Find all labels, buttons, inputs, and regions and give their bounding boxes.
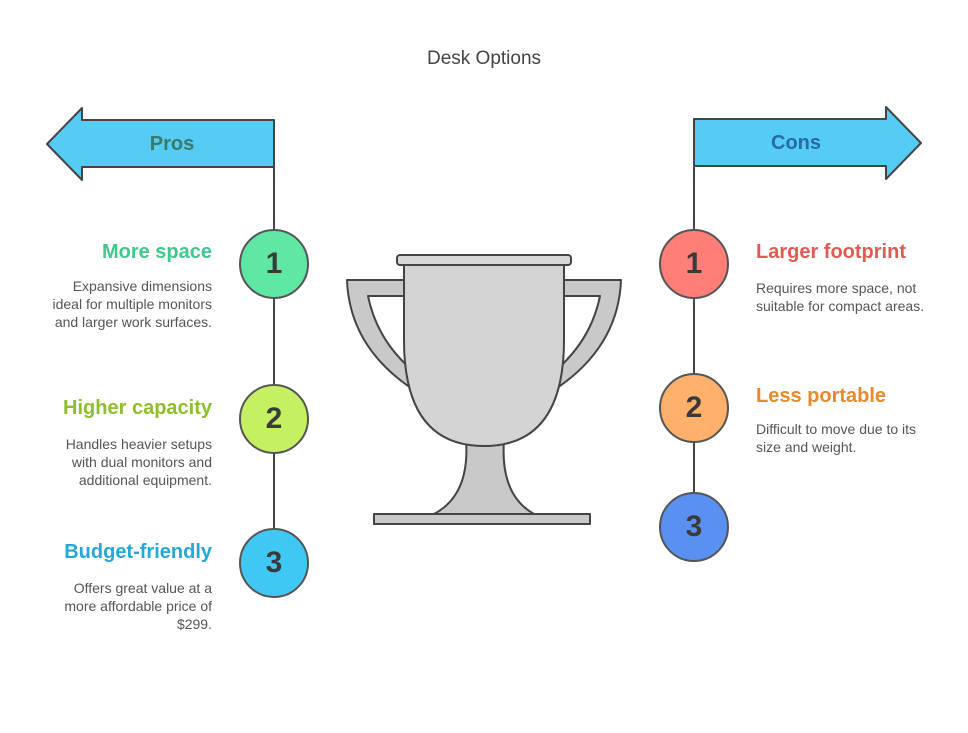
cons-desc-2: Difficult to move due to its size and we…	[756, 421, 917, 455]
cons-number-3: 3	[659, 492, 729, 562]
pros-number-3: 3	[239, 528, 309, 598]
pros-desc-3: Offers great value at a more affordable …	[64, 580, 212, 632]
pros-number-2: 2	[239, 384, 309, 454]
pros-desc-1: Expansive dimensions ideal for multiple …	[52, 278, 212, 330]
cons-number-1: 1	[659, 229, 729, 299]
pros-heading-2: Higher capacity	[63, 397, 212, 419]
trophy-icon	[346, 254, 622, 525]
diagram-title: Desk Options	[426, 48, 542, 69]
cons-arrow	[693, 106, 922, 180]
pros-arrow	[46, 107, 275, 181]
cons-desc-1: Requires more space, not suitable for co…	[756, 280, 925, 314]
cons-number-2: 2	[659, 373, 729, 443]
cons-label: Cons	[771, 132, 821, 154]
pros-desc-2: Handles heavier setups with dual monitor…	[65, 436, 212, 488]
pros-label: Pros	[149, 133, 195, 155]
pros-heading-1: More space	[101, 241, 212, 263]
pros-heading-3: Budget-friendly	[64, 541, 212, 563]
cons-heading-1: Larger footprint	[756, 241, 906, 263]
cons-heading-2: Less portable	[756, 385, 887, 407]
pros-number-1: 1	[239, 229, 309, 299]
